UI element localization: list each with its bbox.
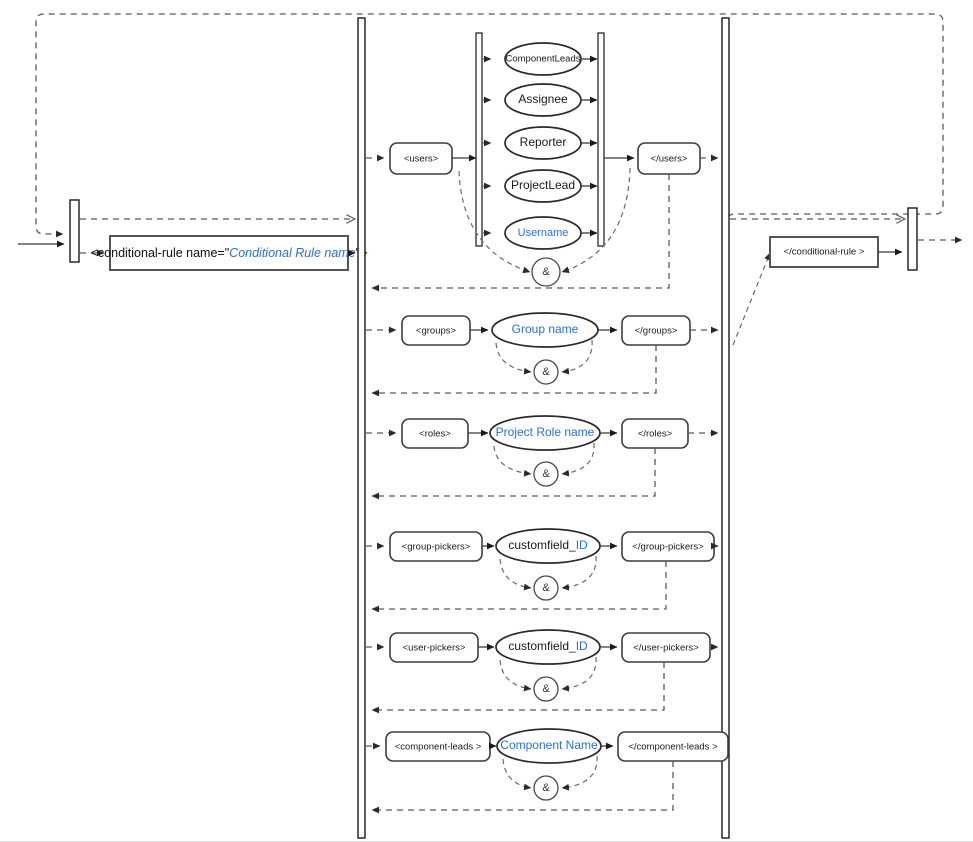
groups-close-label: </groups> [635, 326, 678, 337]
group-pickers-close-label: </group-pickers> [632, 542, 704, 553]
roles-value-label: Project Role name [496, 425, 595, 439]
users-repeat-marker: & [531, 257, 561, 287]
roles-repeat-marker: & [533, 461, 559, 487]
node-groups-value[interactable]: Group name [491, 312, 599, 348]
open-tag-value: Conditional Rule name [229, 246, 356, 260]
node-component-leads-value[interactable]: Component Name [496, 728, 602, 764]
node-users-choice-componentleads[interactable]: ComponentLeads [504, 42, 582, 76]
component-leads-repeat-symbol: & [542, 782, 550, 794]
component-leads-close-label: </component-leads > [628, 742, 718, 753]
node-users-choice-assignee[interactable]: Assignee [504, 83, 582, 117]
node-conditional-rule-close[interactable]: </conditional-rule > [769, 236, 879, 268]
node-groups-open[interactable]: <groups> [401, 315, 471, 346]
group-pickers-value-suffix: ID [576, 538, 588, 552]
users-repeat-symbol: & [542, 266, 550, 278]
groups-open-label: <groups> [416, 326, 457, 337]
groups-value-label: Group name [512, 322, 579, 336]
node-users-choice-username[interactable]: Username [504, 216, 582, 250]
users-close-label: </users> [651, 154, 688, 165]
exit-section: </conditional-rule > [730, 219, 963, 346]
component-leads-open-label: <component-leads > [395, 742, 482, 753]
entry-sync-bar [69, 199, 80, 263]
group-pickers-value-prefix: customfield_ [508, 538, 576, 552]
roles-repeat-symbol: & [542, 468, 550, 480]
node-user-pickers-close[interactable]: </user-pickers> [621, 632, 711, 663]
users-choice-1-label: Assignee [518, 92, 568, 106]
branch-user-pickers: <user-pickers> customfield_ID </user-pic… [366, 629, 719, 714]
users-choice-fork-bar [475, 32, 483, 247]
node-roles-close[interactable]: </roles> [621, 418, 689, 449]
close-tag-label: </conditional-rule > [784, 247, 865, 258]
users-open-label: <users> [404, 154, 439, 165]
node-roles-value[interactable]: Project Role name [489, 415, 601, 451]
node-group-pickers-value[interactable]: customfield_ID [495, 528, 601, 564]
groups-repeat-symbol: & [542, 366, 550, 378]
outer-loop-path [35, 13, 944, 238]
right-join-bar [721, 17, 730, 839]
svg-text:customfield_ID: customfield_ID [508, 538, 588, 552]
users-choice-2-label: Reporter [520, 135, 567, 149]
node-users-close[interactable]: </users> [637, 142, 701, 175]
group-pickers-repeat-marker: & [533, 575, 559, 601]
node-users-choice-projectlead[interactable]: ProjectLead [504, 169, 582, 203]
user-pickers-close-label: </user-pickers> [633, 643, 699, 654]
branch-users: <users> ComponentLeads Assignee Reporter [366, 32, 719, 292]
branch-component-leads: <component-leads > Component Name </comp… [366, 728, 729, 814]
group-pickers-repeat-symbol: & [542, 582, 550, 594]
users-choice-3-label: ProjectLead [511, 178, 575, 192]
node-groups-close[interactable]: </groups> [621, 315, 691, 346]
roles-open-label: <roles> [419, 429, 451, 440]
node-component-leads-open[interactable]: <component-leads > [385, 731, 491, 762]
group-pickers-open-label: <group-pickers> [402, 542, 471, 553]
node-users-open[interactable]: <users> [389, 142, 453, 175]
branch-groups: <groups> Group name </groups> & [366, 312, 719, 397]
user-pickers-repeat-symbol: & [542, 683, 550, 695]
node-roles-open[interactable]: <roles> [401, 418, 469, 449]
node-conditional-rule-open[interactable]: <conditional-rule name="Conditional Rule… [91, 235, 368, 271]
user-pickers-value-prefix: customfield_ [508, 639, 576, 653]
user-pickers-value-suffix: ID [576, 639, 588, 653]
left-fork-bar [357, 17, 366, 839]
node-users-choice-reporter[interactable]: Reporter [504, 126, 582, 160]
branch-group-pickers: <group-pickers> customfield_ID </group-p… [366, 528, 719, 613]
svg-text:<conditional-rule name="Condit: <conditional-rule name="Conditional Rule… [91, 246, 368, 260]
open-tag-prefix: <conditional-rule name=" [91, 246, 230, 260]
user-pickers-open-label: <user-pickers> [403, 643, 466, 654]
groups-repeat-marker: & [533, 359, 559, 385]
user-pickers-repeat-marker: & [533, 676, 559, 702]
roles-close-label: </roles> [638, 429, 673, 440]
branch-roles: <roles> Project Role name </roles> & [366, 415, 719, 500]
component-leads-repeat-marker: & [533, 775, 559, 801]
svg-text:customfield_ID: customfield_ID [508, 639, 588, 653]
node-user-pickers-value[interactable]: customfield_ID [495, 629, 601, 665]
node-group-pickers-close[interactable]: </group-pickers> [621, 531, 715, 562]
node-user-pickers-open[interactable]: <user-pickers> [389, 632, 479, 663]
node-component-leads-close[interactable]: </component-leads > [617, 731, 729, 762]
node-group-pickers-open[interactable]: <group-pickers> [389, 531, 483, 562]
exit-sync-bar [907, 207, 918, 271]
users-choice-4-label: Username [518, 227, 569, 239]
users-choice-0-label: ComponentLeads [506, 54, 581, 65]
users-choice-join-bar [597, 32, 605, 247]
component-leads-value-label: Component Name [500, 738, 598, 752]
